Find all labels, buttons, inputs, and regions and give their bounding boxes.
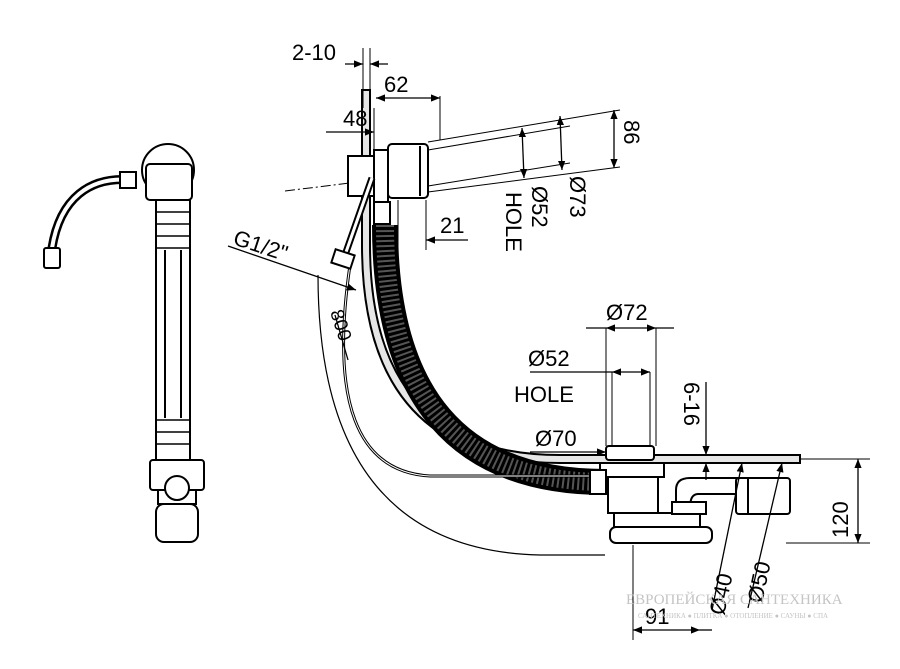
dim-drain-outer: Ø72	[606, 300, 648, 325]
thread-nut	[330, 247, 356, 271]
watermark-line2: САНТЕХНИКА ● ПЛИТКА ● ОТОПЛЕНИЕ ● САУНЫ …	[638, 612, 828, 620]
dim-hole-bottom: Ø52	[528, 346, 570, 371]
dim-thickness: 6-16	[679, 382, 704, 426]
drain-plug	[605, 445, 655, 461]
dim-cable: 800	[325, 307, 355, 344]
dim-trap-height: 120	[828, 501, 853, 538]
drain-assembly	[589, 445, 791, 544]
drain-outlet	[735, 477, 791, 515]
dim-height: 86	[619, 120, 644, 144]
side-corrugated-pipe	[155, 199, 191, 463]
side-view	[43, 143, 205, 543]
dim-offset: 21	[440, 213, 464, 238]
dim-outer-top: Ø73	[565, 176, 590, 218]
side-hose-nut	[43, 247, 61, 269]
dim-hole-top-word: HOLE	[501, 192, 526, 252]
bath-wall	[361, 89, 801, 464]
watermark: ЕВРОПЕЙСКАЯ САНТЕХНИКА САНТЕХНИКА ● ПЛИТ…	[626, 591, 843, 620]
overflow-cover	[387, 143, 429, 199]
dim-plug: Ø70	[535, 426, 577, 451]
dimension-labels: 2-10 62 48 86 Ø52 HOLE Ø73 G1/2" 21 800 …	[230, 40, 853, 629]
dim-thread: G1/2"	[230, 225, 291, 266]
watermark-line1: ЕВРОПЕЙСКАЯ САНТЕХНИКА	[626, 591, 843, 608]
dim-flange-depth: 48	[343, 106, 367, 131]
dim-gap: 2-10	[292, 40, 336, 65]
extension-lines	[284, 48, 870, 640]
dim-drain-offset: 91	[645, 604, 669, 629]
dimension-lines	[227, 60, 862, 634]
dim-overflow-depth: 62	[384, 72, 408, 97]
bath-outline	[317, 274, 605, 556]
overflow-assembly	[330, 143, 429, 271]
dim-hole-top: Ø52	[527, 186, 552, 228]
dim-hole-bottom-word: HOLE	[514, 382, 574, 407]
